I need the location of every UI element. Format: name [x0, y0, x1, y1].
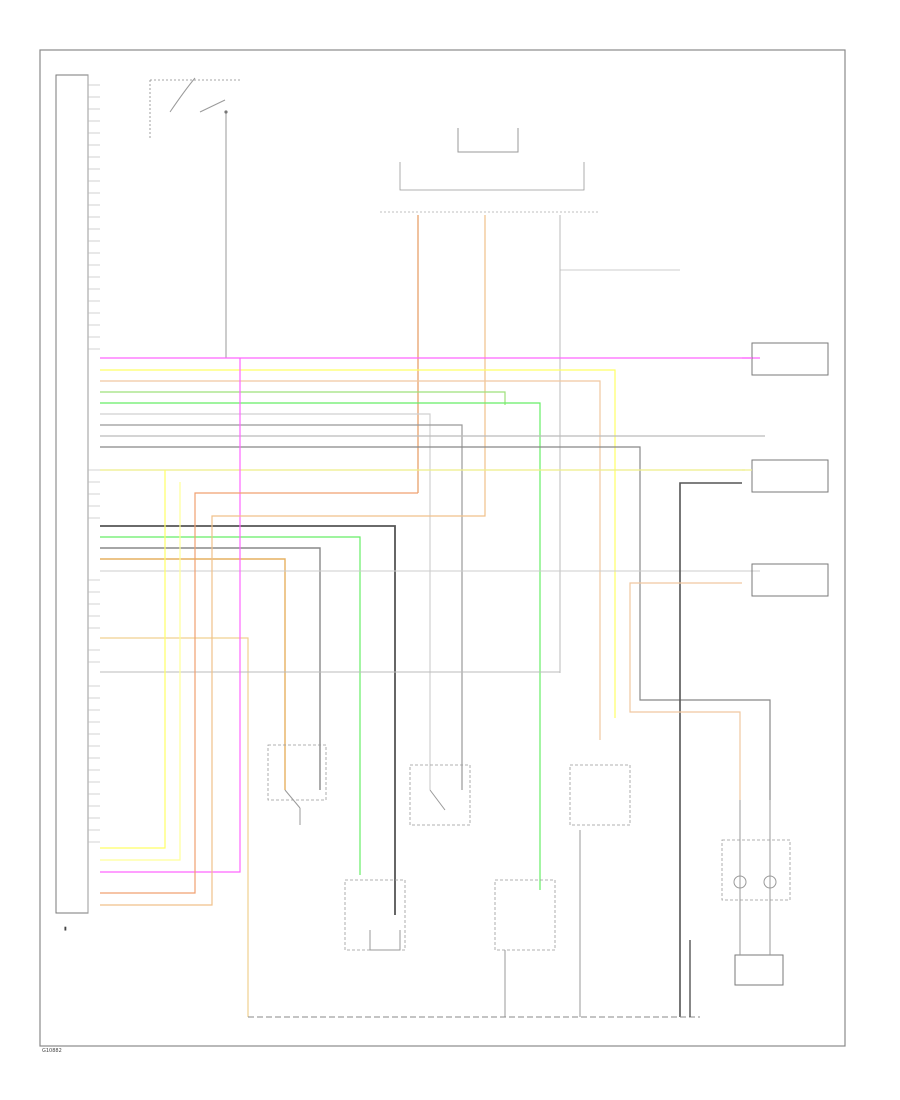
airbag-front-sensor [679, 459, 829, 1017]
driver-seat-belt-switch [267, 744, 327, 825]
module-ground-mark: ▮ [64, 926, 67, 932]
connector-pin-ticks [88, 84, 100, 843]
passenger-airbag-module [629, 563, 829, 800]
airbag-module-connector [55, 74, 89, 914]
passenger-seat-switch [409, 764, 471, 826]
diagram-frame [39, 49, 846, 1047]
wire-loops-left [100, 358, 486, 906]
diagram-code: G10882 [42, 1048, 62, 1054]
passenger-side-airbag-sensor [494, 879, 556, 1017]
seat-belt-pretensioner-left [742, 342, 829, 376]
wire-bundle-upper [100, 357, 771, 890]
left-seat-belt-sensor [344, 879, 406, 951]
side-airbag-igniters [721, 800, 791, 986]
passenger-belt-switch [569, 764, 631, 1017]
ignition-switch [149, 77, 240, 358]
airbag-center-module [380, 128, 600, 213]
wire-bundle-lower [100, 525, 760, 1017]
